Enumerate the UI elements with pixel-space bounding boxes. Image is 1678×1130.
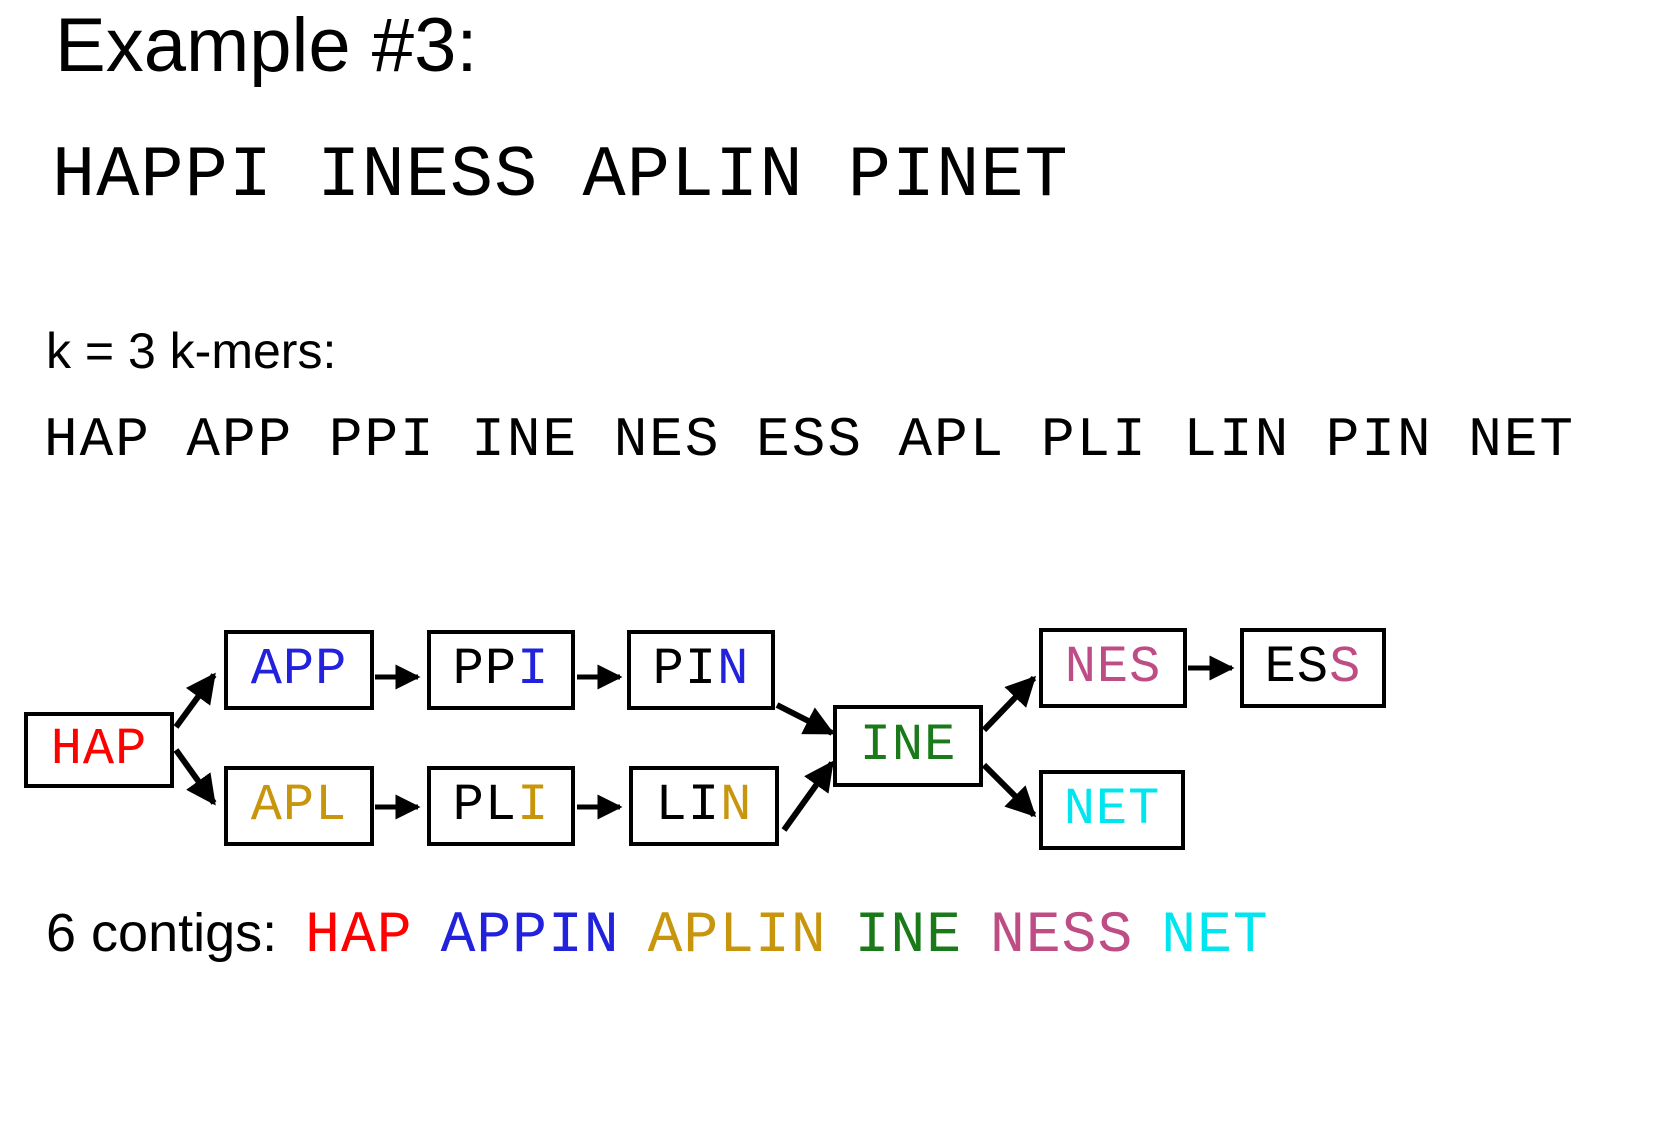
kmer-list: HAP APP PPI INE NES ESS APL PLI LIN PIN … (44, 408, 1576, 472)
node-app[interactable]: APP (224, 630, 374, 710)
node-label-run: N (720, 776, 753, 835)
node-label-run: HAP (50, 720, 148, 779)
contig-item: INE (854, 904, 963, 969)
node-label-run: APL (250, 776, 348, 835)
page-title: Example #3: (55, 3, 478, 88)
node-label-run: ES (1264, 638, 1330, 697)
edge-pin-ine (775, 702, 835, 736)
contig-item: APLIN (647, 904, 827, 969)
contigs-label: 6 contigs: (46, 903, 278, 963)
contig-item: NET (1161, 904, 1269, 969)
contig-item: NESS (990, 904, 1134, 969)
node-label-run: S (1329, 638, 1362, 697)
node-nes[interactable]: NES (1039, 628, 1187, 708)
edge-hap-app (173, 672, 217, 729)
contig-item: HAP (305, 904, 413, 969)
edge-lin-ine (781, 760, 835, 832)
node-label-run: NET (1063, 780, 1161, 839)
node-label-run: PL (452, 776, 518, 835)
node-label-run: I (517, 776, 550, 835)
kmer-size-label: k = 3 k-mers: (46, 323, 337, 379)
node-label-run: N (717, 640, 750, 699)
edge-ine-net (981, 762, 1037, 818)
node-net[interactable]: NET (1039, 770, 1185, 850)
node-label-run: I (517, 640, 550, 699)
node-label-run: APP (250, 640, 348, 699)
contig-item: APPIN (440, 904, 620, 969)
node-label-run: INE (859, 716, 957, 775)
graph-edges-layer (173, 655, 1235, 832)
node-label-run: PP (452, 640, 518, 699)
node-label-run: LI (655, 776, 721, 835)
sequence-text: HAPPI INESS APLIN PINET (52, 135, 1069, 217)
node-ine[interactable]: INE (833, 705, 983, 787)
node-hap[interactable]: HAP (24, 712, 174, 788)
node-label-run: PI (652, 640, 718, 699)
node-apl[interactable]: APL (224, 766, 374, 846)
edge-hap-apl (173, 748, 217, 806)
node-label-run: NES (1064, 638, 1162, 697)
edge-ine-nes (981, 675, 1037, 733)
